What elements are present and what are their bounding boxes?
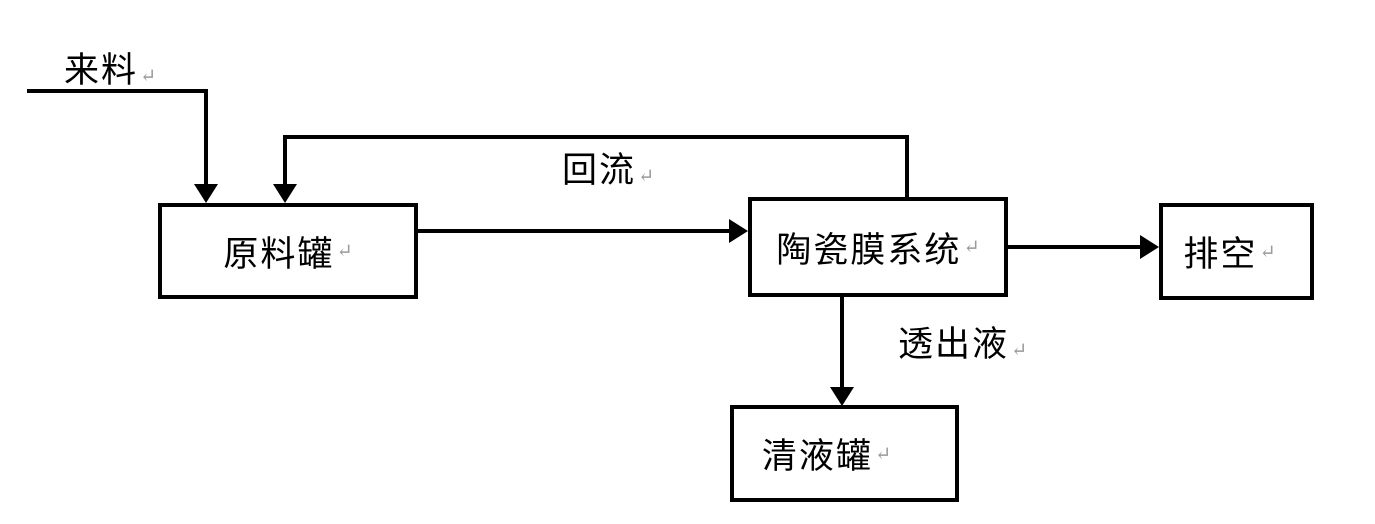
rawtank-to-membrane-arrowhead-icon xyxy=(729,219,748,243)
feed-line-vertical xyxy=(204,89,208,186)
rawtank-to-membrane-line xyxy=(417,229,730,233)
feed-arrowhead-down-icon xyxy=(194,184,218,203)
feed-label-text: 来料 xyxy=(64,51,139,90)
membrane-to-vent-line xyxy=(1007,245,1141,249)
paragraph-mark-icon: ↵ xyxy=(140,66,157,87)
paragraph-mark-icon: ↵ xyxy=(874,443,892,465)
paragraph-mark-icon: ↵ xyxy=(963,237,980,258)
membrane-to-vent-arrowhead-icon xyxy=(1140,235,1159,259)
reflux-arrowhead-down-icon xyxy=(273,184,297,203)
paragraph-mark-icon: ↵ xyxy=(1011,340,1028,361)
permeate-label: 透出液↵ xyxy=(898,316,1027,367)
feed-line-horizontal xyxy=(27,89,207,93)
node-clear-liquid-tank-label: 清液罐 xyxy=(761,437,873,476)
membrane-to-cleartank-arrowhead-icon xyxy=(830,387,854,406)
reflux-line-vertical-right xyxy=(905,135,909,202)
node-ceramic-membrane-system-label: 陶瓷膜系统 xyxy=(776,230,962,270)
paragraph-mark-icon: ↵ xyxy=(336,241,353,262)
permeate-label-text: 透出液 xyxy=(898,325,1010,364)
node-raw-material-tank: 原料罐↵ xyxy=(158,203,418,299)
node-vent: 排空↵ xyxy=(1159,203,1314,300)
node-vent-label: 排空 xyxy=(1183,235,1258,274)
paragraph-mark-icon: ↵ xyxy=(1259,241,1276,263)
membrane-to-cleartank-line xyxy=(840,295,844,388)
node-ceramic-membrane-system: 陶瓷膜系统↵ xyxy=(748,197,1008,297)
reflux-line-vertical-left xyxy=(283,135,287,186)
reflux-label: 回流↵ xyxy=(562,142,654,193)
node-raw-material-tank-label: 原料罐 xyxy=(223,234,335,274)
reflux-line-horizontal xyxy=(283,135,909,139)
node-clear-liquid-tank: 清液罐↵ xyxy=(730,405,959,502)
feed-label: 来料↵ xyxy=(64,42,156,93)
paragraph-mark-icon: ↵ xyxy=(638,166,655,187)
reflux-label-text: 回流 xyxy=(562,151,637,190)
